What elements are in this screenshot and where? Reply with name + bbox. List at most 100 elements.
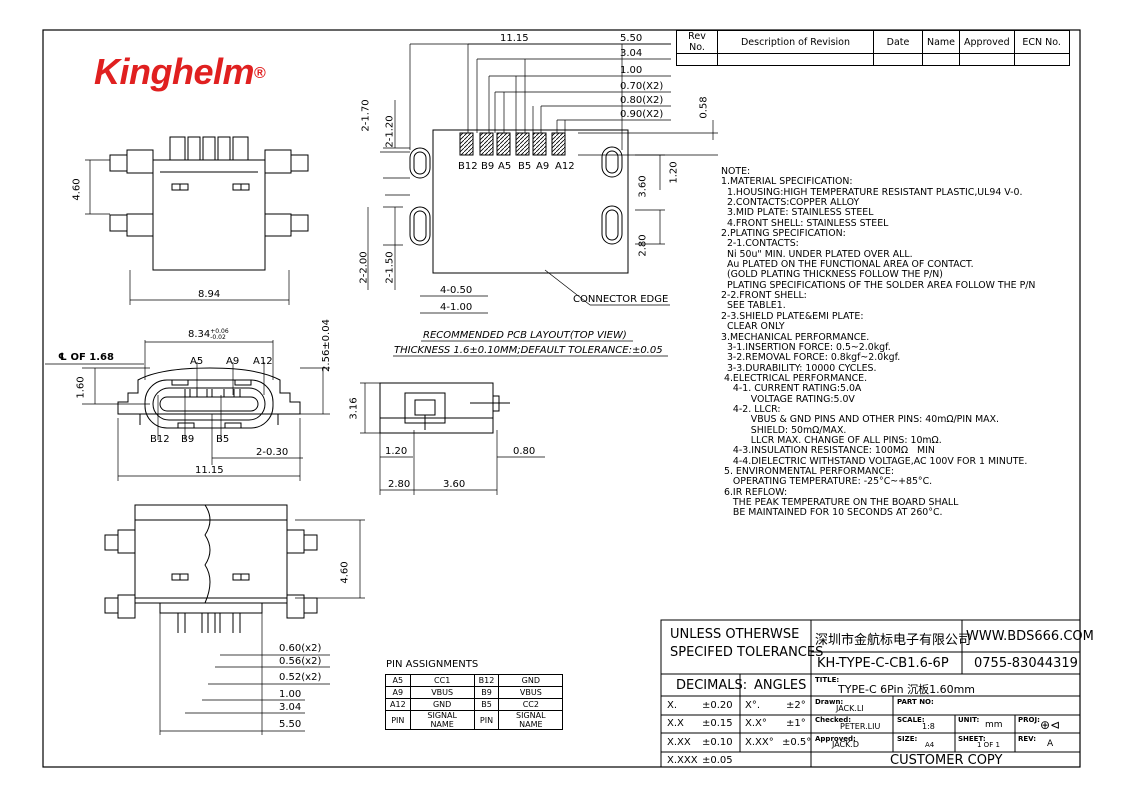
tol-xxxx: X.XXX [667,755,698,766]
note-line: 3.MECHANICAL PERFORMANCE. [721,331,870,343]
pin-cell: PIN [385,710,411,730]
notes-block: NOTE:1.MATERIAL SPECIFICATION: 1.HOUSING… [721,166,1036,519]
note-line: SHIELD: 50mΩ/MAX. [721,424,847,436]
pin-cell: A5 [385,674,411,687]
tol-x-val: ±0.20 [702,700,733,711]
side-dim-3-60: 3.60 [443,479,466,490]
bottom-dim-0: 0.60(x2) [279,643,322,654]
tb-specifed: SPECIFED TOLERANCES [670,645,824,660]
title-block-lines [660,619,1081,768]
pcb-dim-3-04: 3.04 [620,48,643,59]
sheet-border [42,29,1081,768]
ang-xx-val: ±1° [786,718,806,729]
front-width-tol-top: +0.06 [210,328,229,335]
note-line: 3.MID PLATE: STAINLESS STEEL [721,207,874,219]
description-cell [717,53,874,66]
drawn-value: JACK.LI [836,704,864,713]
side-view-dims [360,382,545,495]
note-line: OPERATING TEMPERATURE: -25°C~+85°C. [721,476,933,488]
pin-assignments-title: PIN ASSIGNMENTS [386,659,479,670]
note-line: 2.CONTACTS:COPPER ALLOY [721,197,860,209]
note-line: Ni 50u" MIN. UNDER PLATED OVER ALL. [721,248,913,260]
sheet-value: 1 OF 1 [977,741,1000,749]
tol-xx-val: ±0.15 [702,718,733,729]
partno-label: PART NO: [897,698,934,706]
approved-value: JACK.D [832,740,860,749]
signal-cell: SIGNAL NAME [498,710,564,730]
note-line: 6.IR REFLOW: [721,486,788,498]
pin-cell: B5 [473,698,500,711]
pcb-dim-1-20: 1.20 [668,161,680,184]
revision-table: Rev No. Description of Revision Date Nam… [676,30,1070,66]
note-line: 2-2.FRONT SHELL: [721,290,807,302]
note-line: SEE TABLE1. [721,300,786,312]
description-header: Description of Revision [717,30,874,54]
front-pin-label-a12: A12 [253,356,273,367]
pin-cell: PIN [473,710,500,730]
note-line: 3-2.REMOVAL FORCE: 0.8kgf~2.0kgf. [721,352,901,364]
brand-registered-mark: ® [254,65,266,82]
front-width-dim: 8.34+0.06-0.02 [188,329,229,341]
note-line: 4-4.DIELECTRIC WITHSTAND VOLTAGE,AC 100V… [721,455,1028,467]
signal-cell: SIGNAL NAME [409,710,475,730]
note-line: THE PEAK TEMPERATURE ON THE BOARD SHALL [721,497,959,508]
checked-label: Checked: [815,716,852,724]
bottom-view-height-dim: 4.60 [339,561,351,584]
rev-no-cell [676,53,718,66]
tb-company: 深圳市金航标电子有限公司 [815,633,972,648]
projection-icon: ⊕⊲ [1040,718,1061,732]
signal-cell: GND [498,674,564,687]
pcb-layout [409,129,629,274]
tb-website: WWW.BDS666.COM [966,629,1094,644]
pin-cell: B9 [473,686,500,699]
note-line: 3-1.INSERTION FORCE: 0.5~2.0kgf. [721,341,891,353]
note-line: CLEAR ONLY [721,321,785,333]
front-pin-label-a9: A9 [226,356,240,367]
signal-cell: GND [409,698,475,711]
note-line: PLATING SPECIFICATIONS OF THE SOLDER ARE… [721,279,1036,291]
size-value: A4 [925,741,935,749]
pcb-dim-4-0-50: 4-0.50 [440,285,473,296]
date-cell [873,53,923,66]
front-width-tolerance: +0.06-0.02 [210,329,228,341]
front-view [117,367,301,429]
front-width-tol-bottom: -0.02 [210,334,226,341]
front-pin-label-b12: B12 [150,434,170,445]
note-line: 1.MATERIAL SPECIFICATION: [721,176,853,188]
tol-x: X. [667,700,678,711]
ang-x: X°. [745,700,761,711]
note-line: 5. ENVIRONMENTAL PERFORMANCE: [721,465,895,477]
revision-header-row: Rev No. Description of Revision Date Nam… [676,30,1070,54]
note-line: LLCR MAX. CHANGE OF ALL PINS: 10mΩ. [721,434,942,446]
front-width-value: 8.34 [188,329,211,340]
note-line: 4.FRONT SHELL: STAINLESS STEEL [721,217,889,229]
tb-part: KH-TYPE-C-CB1.6-6P [817,656,949,671]
note-line: 1.HOUSING:HIGH TEMPERATURE RESISTANT PLA… [721,186,1023,198]
pin-cell: A9 [385,686,411,699]
pcb-pin-b9: B9 [481,161,495,172]
pcb-dim-0-70: 0.70(X2) [620,81,664,92]
scale-label: SCALE: [897,716,925,724]
pcb-dim-2-80: 2.80 [637,234,649,257]
signal-cell: CC2 [498,698,564,711]
front-height-dim: 1.60 [75,376,87,399]
bottom-dim-2: 0.52(x2) [279,672,322,683]
pcb-pin-a9: A9 [536,161,550,172]
brand-name: Kinghelm [94,51,255,92]
note-line: (GOLD PLATING THICKNESS FOLLOW THE P/N) [721,269,943,281]
tb-decimals: DECIMALS: [676,678,748,693]
brand-logo: Kinghelm® [94,51,266,92]
note-line: 3-3.DURABILITY: 10000 CYCLES. [721,362,877,374]
rev-label: REV: [1018,735,1037,743]
bottom-dim-3: 1.00 [279,689,302,700]
checked-value: PETER.LIU [840,722,881,731]
bottom-view-dims [159,519,365,735]
note-line: 2-1.CONTACTS: [721,238,799,250]
signal-cell: CC1 [409,674,475,687]
tol-xxx-val: ±0.10 [702,737,733,748]
pcb-pin-a12: A12 [555,161,575,172]
side-dim-0-80: 0.80 [513,446,536,457]
